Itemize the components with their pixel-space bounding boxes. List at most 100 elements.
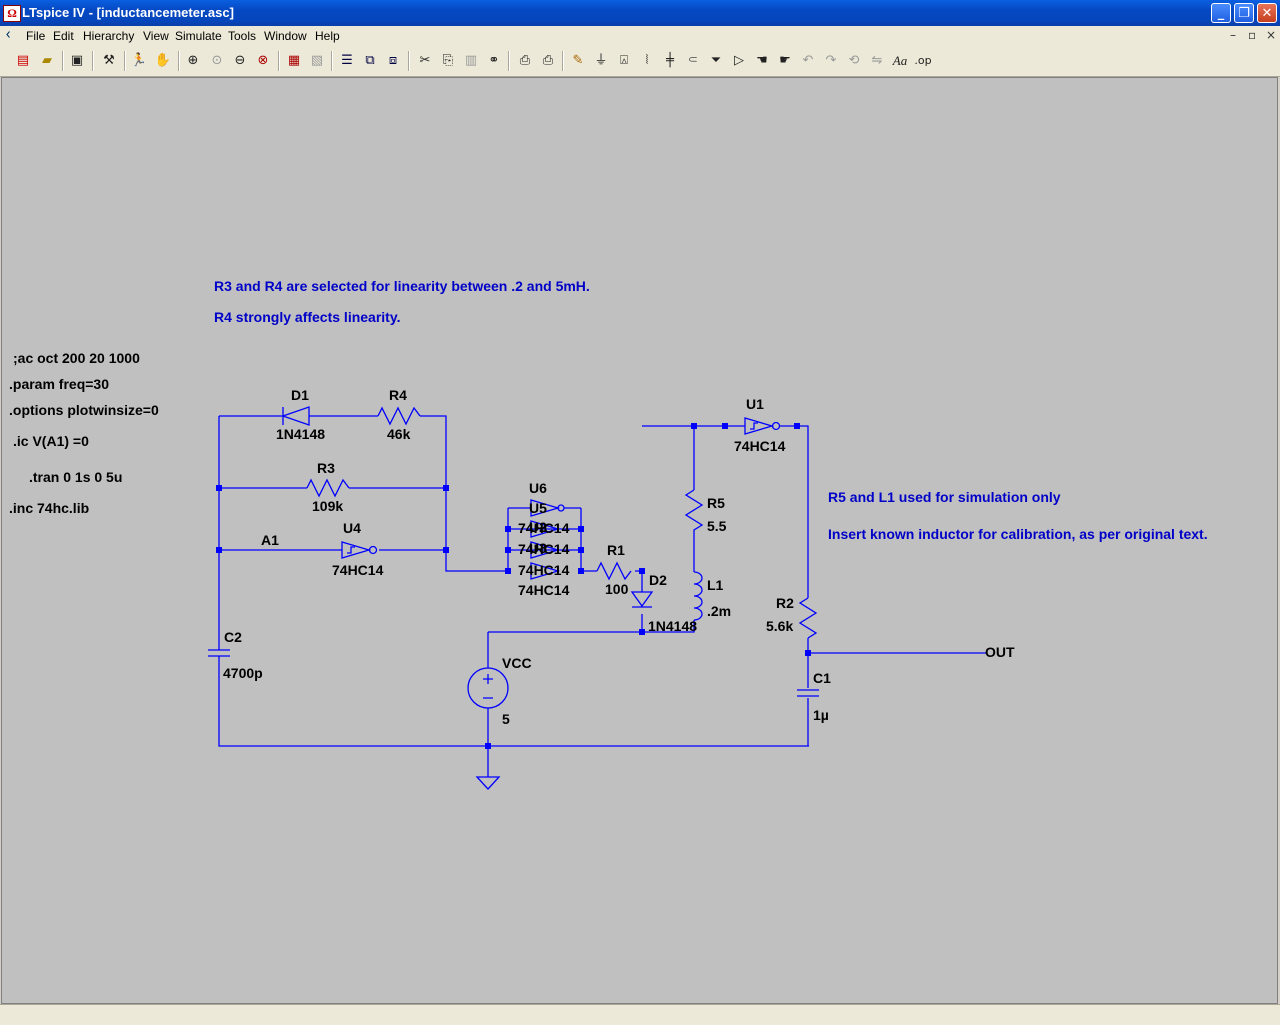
menu-window[interactable]: Window (264, 29, 307, 43)
drag-icon[interactable]: ☛ (779, 53, 791, 68)
directive-param: .param freq=30 (9, 376, 109, 392)
u1-value: 74HC14 (734, 438, 786, 454)
r1-value: 100 (605, 581, 629, 597)
status-bar (0, 1004, 1280, 1025)
labels: ;ac oct 200 20 1000 .param freq=30 .opti… (9, 350, 1015, 727)
print-icon[interactable]: ⎙ (542, 53, 554, 68)
paste-icon[interactable]: ▥ (464, 53, 478, 68)
r5-value: 5.5 (707, 518, 727, 534)
minimize-button[interactable]: _ (1211, 3, 1231, 23)
tile-horizontal-icon[interactable]: ☰ (341, 53, 353, 68)
toolbar: ▤ ▰ ▣ ⚒ 🏃 ✋ ⊕ ⊙ ⊖ ⊗ ▦ ▧ ☰ ⧉ ⧈ ✂ ⎘ ▥ ⚭ ⎙ … (0, 46, 1280, 77)
zoom-in-icon[interactable]: ⊕ (187, 53, 199, 68)
u6-value: 74HC14 (518, 582, 570, 598)
vcc-name: VCC (502, 655, 532, 671)
u4-name: U4 (343, 520, 361, 536)
a1-label: A1 (261, 532, 279, 548)
doc-restore-icon[interactable]: ▫ (1248, 28, 1257, 42)
copy-icon[interactable]: ⎘ (442, 53, 454, 68)
r2-value: 5.6k (766, 618, 793, 634)
note-linearity-range: R3 and R4 are selected for linearity bet… (214, 278, 590, 294)
close-button[interactable]: ✕ (1257, 3, 1277, 23)
d1-name: D1 (291, 387, 309, 403)
zoom-pan-icon[interactable]: ⊙ (211, 53, 223, 68)
resistor-icon[interactable]: ⦚ (645, 53, 649, 68)
zoom-out-icon[interactable]: ⊖ (234, 53, 246, 68)
print-setup-icon[interactable]: ⎙ (519, 53, 531, 68)
text-icon[interactable]: Aa (892, 53, 908, 68)
inductor-icon[interactable]: ⸦ (686, 53, 700, 68)
plot-icon[interactable]: ▦ (287, 53, 301, 68)
schematic-drawing: R3 and R4 are selected for linearity bet… (9, 278, 1208, 790)
find-icon[interactable]: ⚭ (488, 53, 500, 68)
mirror-icon[interactable]: ⇋ (871, 53, 883, 68)
vcc-value: 5 (502, 711, 510, 727)
u2-name: U2 (529, 519, 547, 535)
note-simulation-only: R5 and L1 used for simulation only (828, 489, 1061, 505)
save-icon[interactable]: ▣ (70, 53, 84, 68)
ground-icon[interactable]: ⏚ (594, 53, 608, 68)
junctions (216, 423, 811, 749)
rotate-icon[interactable]: ⟲ (848, 53, 860, 68)
d1-value: 1N4148 (276, 426, 325, 442)
spice-directive-icon[interactable]: .op (914, 54, 932, 67)
directive-ac: ;ac oct 200 20 1000 (13, 350, 140, 366)
open-icon[interactable]: ▰ (42, 53, 52, 68)
c2-value: 4700p (223, 665, 263, 681)
menu-help[interactable]: Help (315, 29, 340, 43)
title-bar: Ω LTspice IV - [inductancemeter.asc] _ ❐… (0, 0, 1280, 26)
doc-close-icon[interactable]: × (1266, 28, 1277, 42)
r3-value: 109k (312, 498, 343, 514)
r1-name: R1 (607, 542, 625, 558)
wire-icon[interactable]: ✎ (572, 53, 584, 68)
directive-options: .options plotwinsize=0 (9, 402, 159, 418)
label-net-icon[interactable]: ⍓ (620, 53, 628, 68)
cut-icon[interactable]: ✂ (419, 53, 431, 68)
r4-value: 46k (387, 426, 411, 442)
tile-vertical-icon[interactable]: ⧉ (365, 53, 375, 68)
annotations: R3 and R4 are selected for linearity bet… (214, 278, 1208, 542)
d2-name: D2 (649, 572, 667, 588)
zoom-fit-icon[interactable]: ⊗ (257, 53, 269, 68)
l1-value: .2m (707, 603, 731, 619)
menu-bar: ᚲ File Edit Hierarchy View Simulate Tool… (0, 26, 1280, 46)
control-panel-icon[interactable]: ⚒ (103, 53, 115, 68)
u3-value: 74HC14 (518, 562, 570, 578)
r3-name: R3 (317, 460, 335, 476)
undo-icon[interactable]: ↶ (802, 53, 814, 68)
document-system-icon[interactable]: ᚲ (4, 28, 12, 43)
u4-value: 74HC14 (332, 562, 384, 578)
out-net-label: OUT (985, 644, 1015, 660)
tile-cascade-icon[interactable]: ⧈ (388, 53, 398, 68)
move-icon[interactable]: ☚ (756, 53, 768, 68)
l1-name: L1 (707, 577, 724, 593)
c2-name: C2 (224, 629, 242, 645)
menu-simulate[interactable]: Simulate (175, 29, 222, 43)
diode-icon[interactable]: ⏷ (710, 53, 722, 68)
run-icon[interactable]: 🏃 (130, 53, 148, 68)
menu-view[interactable]: View (143, 29, 169, 43)
c1-name: C1 (813, 670, 831, 686)
menu-tools[interactable]: Tools (228, 29, 257, 43)
r5-name: R5 (707, 495, 725, 511)
menu-hierarchy[interactable]: Hierarchy (83, 29, 135, 43)
u5-name: U5 (529, 500, 547, 516)
doc-minimize-icon[interactable]: – (1230, 28, 1236, 42)
note-calibration: Insert known inductor for calibration, a… (828, 526, 1208, 542)
u3-name: U3 (529, 540, 547, 556)
component-icon[interactable]: ▷ (734, 53, 744, 68)
r2-name: R2 (776, 595, 794, 611)
ltspice-app-icon[interactable]: Ω (3, 5, 21, 22)
u1-name: U1 (746, 396, 764, 412)
new-schematic-icon[interactable]: ▤ (16, 53, 30, 68)
menu-file[interactable]: File (26, 29, 46, 43)
schematic-canvas[interactable]: R3 and R4 are selected for linearity bet… (1, 77, 1278, 1004)
menu-edit[interactable]: Edit (53, 29, 74, 43)
cascade-icon[interactable]: ▧ (310, 53, 324, 68)
restore-button[interactable]: ❐ (1234, 3, 1254, 23)
directive-ic: .ic V(A1) =0 (13, 433, 89, 449)
capacitor-icon[interactable]: ╪ (666, 53, 674, 68)
redo-icon[interactable]: ↷ (825, 53, 837, 68)
directive-inc: .inc 74hc.lib (9, 500, 89, 516)
halt-icon[interactable]: ✋ (154, 53, 172, 68)
